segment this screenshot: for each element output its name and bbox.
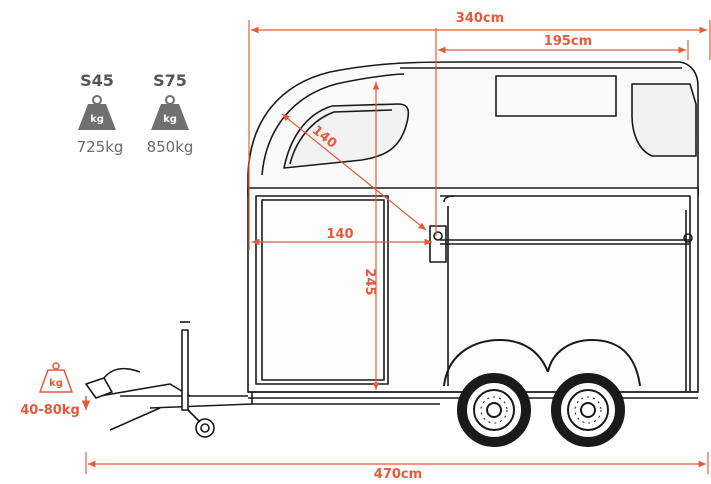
dim-interior-length: 195cm xyxy=(544,34,592,49)
weight-icon: kg xyxy=(78,95,116,130)
model-s45-label: S45 xyxy=(80,71,114,90)
weight-spec-s45: S45 kg 725kg xyxy=(77,71,124,156)
svg-text:kg: kg xyxy=(163,114,177,125)
dim-overall-length: 340cm xyxy=(456,11,504,26)
weight-icon: kg xyxy=(151,95,189,130)
weight-spec-s75: S75 kg 850kg xyxy=(147,71,194,156)
dim-total-length: 470cm xyxy=(374,467,422,482)
tongue-weight-spec: kg 40-80kg xyxy=(20,362,91,418)
weight-s75-value: 850kg xyxy=(147,138,194,156)
weight-icon: kg xyxy=(38,362,74,393)
dim-height: 245 xyxy=(362,268,377,295)
svg-text:kg: kg xyxy=(90,114,104,125)
tongue-weight-value: 40-80kg xyxy=(20,403,80,418)
svg-text:kg: kg xyxy=(49,378,63,389)
model-s75-label: S75 xyxy=(153,71,187,90)
wheel-rear xyxy=(551,373,625,447)
dimension-lines xyxy=(85,20,711,474)
dim-width-mid: 140 xyxy=(326,227,353,242)
wheel-front xyxy=(457,373,531,447)
weight-s45-value: 725kg xyxy=(77,138,124,156)
